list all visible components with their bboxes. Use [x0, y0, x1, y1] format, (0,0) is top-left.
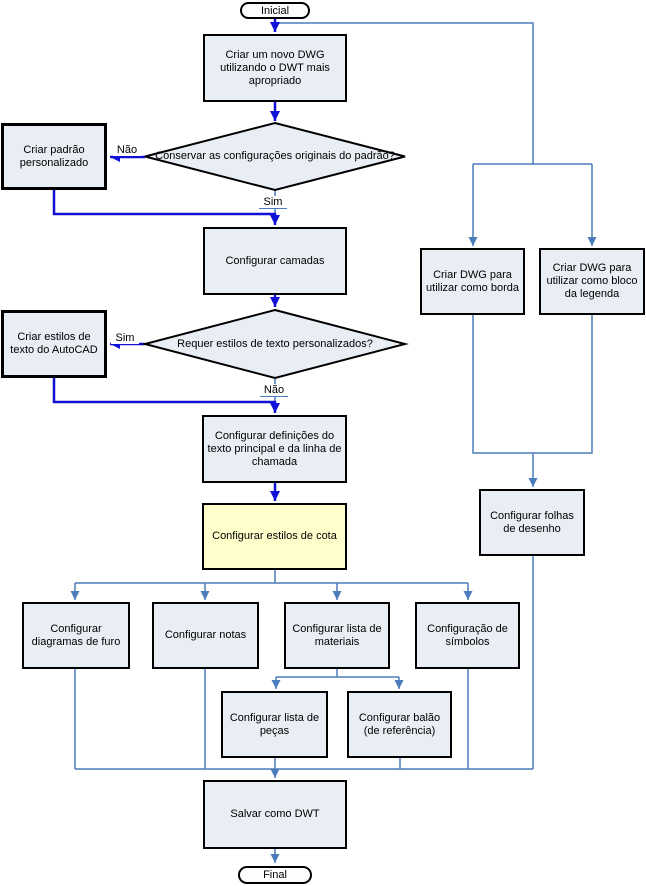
- decision-keep-defaults-label: Conservar as configurações originais do …: [155, 150, 395, 162]
- edge-label-yes-keep-defaults: Sim: [259, 196, 287, 209]
- node-configure-hole-charts: Configurar diagramas de furo: [22, 602, 130, 669]
- primary-connectors: [52, 18, 280, 501]
- node-start: Inicial: [240, 2, 310, 19]
- node-end: Final: [238, 866, 312, 884]
- decision-custom-text-styles-label: Requer estilos de texto personalizados?: [177, 337, 373, 350]
- node-create-new-dwg: Criar um novo DWG utilizando o DWT mais …: [203, 34, 347, 102]
- edge-start-to-right-branch: [275, 22, 534, 164]
- node-create-title-block-dwg: Criar DWG para utilizar como bloco da le…: [539, 248, 645, 315]
- node-configure-main-text: Configurar definições do texto principal…: [202, 415, 347, 483]
- node-configure-bom: Configurar lista de materiais: [284, 602, 390, 669]
- node-configure-symbols: Configuração de símbolos: [415, 602, 520, 669]
- node-configure-dimension-styles: Configurar estilos de cota: [202, 503, 347, 570]
- node-configure-notes: Configurar notas: [152, 602, 259, 669]
- node-create-custom-standard: Criar padrão personalizado: [1, 123, 107, 190]
- edge-merge-to-main-text: [52, 378, 280, 413]
- node-configure-balloon: Configurar balão (de referência): [347, 691, 452, 758]
- edge-label-no-keep-defaults: Não: [113, 144, 141, 156]
- edge-right-merge: [472, 315, 593, 454]
- edge-label-no-custom-text: Não: [260, 384, 288, 397]
- edge-merge-to-layers: [52, 190, 280, 225]
- node-save-as-dwt: Salvar como DWT: [203, 780, 347, 849]
- node-create-border-dwg: Criar DWG para utilizar como borda: [420, 248, 525, 315]
- node-configure-layers: Configurar camadas: [203, 227, 347, 295]
- node-configure-parts-list: Configurar lista de peças: [221, 691, 328, 758]
- decision-custom-text-styles-shape: [141, 308, 409, 380]
- node-configure-drawing-sheets: Configurar folhas de desenho: [479, 489, 585, 556]
- edge-label-yes-custom-text: Sim: [111, 332, 139, 344]
- secondary-connectors: [70, 22, 597, 863]
- decision-keep-defaults-shape: [144, 121, 406, 192]
- node-create-autocad-text-styles: Criar estilos de texto do AutoCAD: [1, 310, 107, 378]
